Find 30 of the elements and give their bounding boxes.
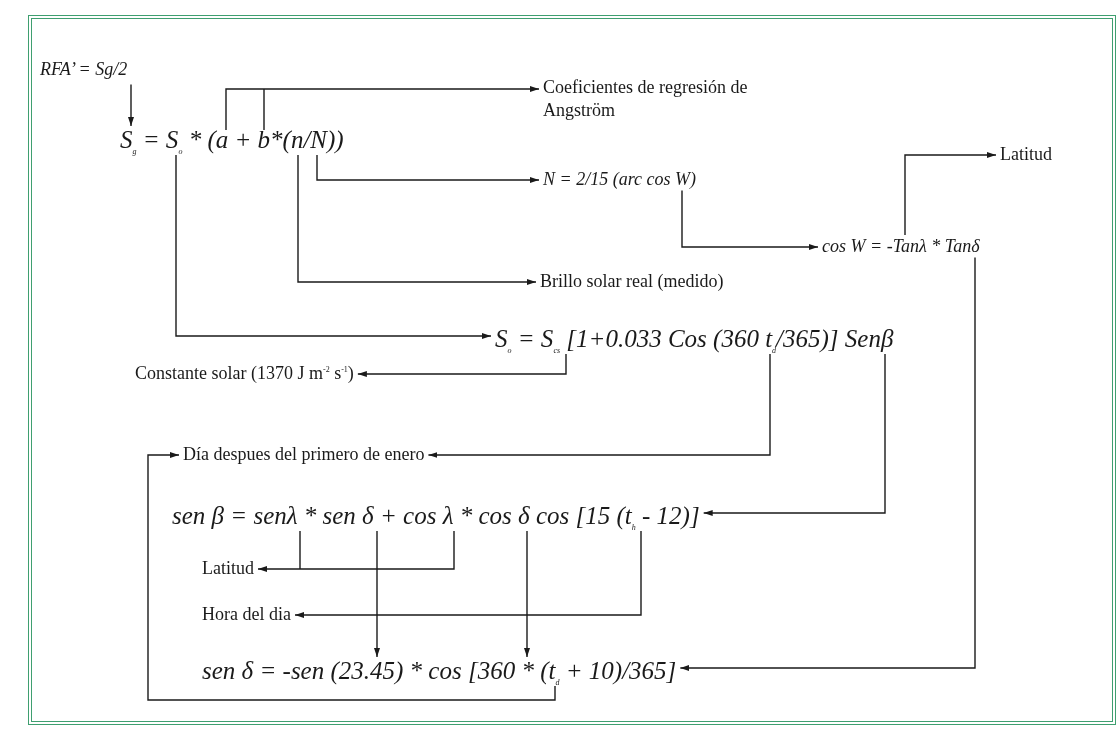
leader-arrow — [681, 189, 819, 250]
leader-arrow — [316, 154, 540, 183]
leader-arrow — [147, 452, 556, 701]
leader-arrow — [524, 530, 530, 658]
formula-text: sen δ = -sen (23.45) * cos [360 * (t$_{d}$ + 10)/365] — [202, 655, 677, 688]
formula-text: sen β = senλ * sen δ + cos λ * cos δ cos [15 (t$_{h}$ - 12)] — [172, 500, 700, 533]
annotation-label: Latitud — [202, 557, 254, 580]
annotation-label: Día despues del primero de enero — [183, 443, 425, 466]
formula-text: RFA’ = Sg/2 — [40, 58, 128, 81]
annotation-label: Constante solar (1370 J m$^{-2}$ s$^{-1}$) — [135, 362, 354, 385]
leader-arrow — [128, 83, 134, 127]
leader-arrow — [297, 154, 537, 285]
leader-arrow — [357, 353, 567, 377]
leader-arrow — [374, 530, 380, 658]
leader-arrow — [257, 530, 455, 572]
annotation-label: Latitud — [1000, 143, 1052, 166]
annotation-label: Hora del dia — [202, 603, 291, 626]
leader-arrow — [679, 256, 976, 671]
leader-arrow — [225, 86, 540, 131]
leader-arrow — [294, 530, 642, 618]
formula-text: S$_{o}$ = S$_{cs}$ [1+0.033 Cos (360 t$_{d}$/365)] Senβ — [495, 323, 894, 356]
leader-arrow — [427, 353, 771, 458]
formula-text: N = 2/15 (arc cos W) — [543, 168, 696, 191]
formula-text: S$_{g}$ = S$_{o}$ * (a + b*(n/N)) — [120, 124, 344, 157]
annotation-label: Coeficientes de regresión de Angström — [543, 76, 803, 121]
leader-arrow — [703, 353, 886, 516]
leader-arrow — [175, 154, 492, 339]
formula-text: cos W = -Tanλ * Tanδ — [822, 235, 980, 258]
annotation-label: Brillo solar real (medido) — [540, 270, 724, 293]
leader-arrow — [904, 152, 997, 236]
